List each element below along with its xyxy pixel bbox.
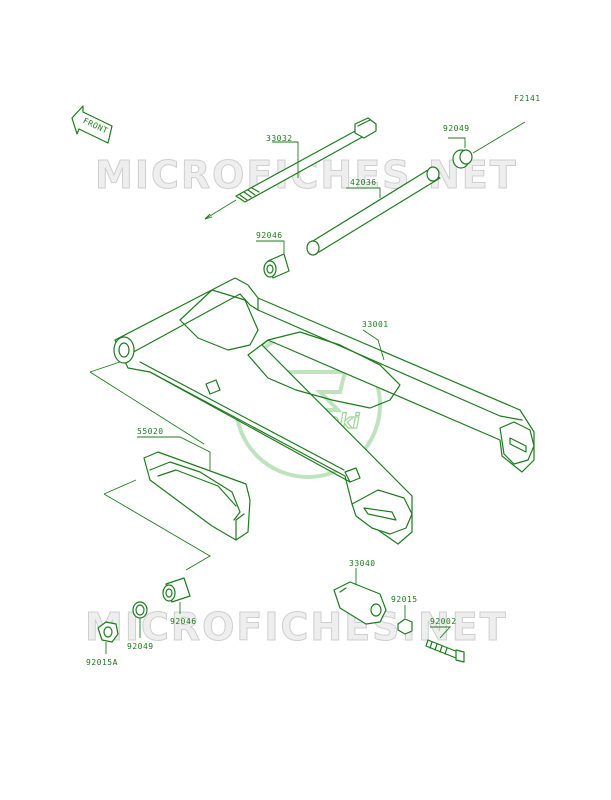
guide-line-pivot: [89, 361, 205, 445]
leader-92002: [430, 626, 452, 639]
chain-adjuster: [333, 581, 387, 625]
nut-a: [97, 621, 119, 643]
part-label: 92002: [430, 617, 457, 626]
swing-arm: [113, 277, 535, 545]
leader-92049-top: [448, 137, 466, 148]
collar-lower: [132, 601, 148, 619]
part-label: 92049: [127, 642, 154, 651]
leader-33032: [272, 141, 299, 178]
part-label: 33032: [266, 134, 293, 143]
front-arrow-icon: FRONT: [71, 105, 113, 144]
leader-33001: [362, 329, 385, 361]
part-label: 55020: [137, 427, 164, 436]
part-label: 92046: [256, 231, 283, 240]
pivot-shaft: [204, 117, 377, 220]
part-label: 33040: [349, 559, 376, 568]
part-label: 92049: [443, 124, 470, 133]
part-label: 42036: [350, 178, 377, 187]
bearing-lower: [162, 577, 191, 603]
bearing-upper: [263, 253, 290, 279]
part-label: 92046: [170, 617, 197, 626]
bolt: [425, 639, 465, 663]
part-label: 92015A: [86, 658, 118, 667]
nut: [397, 618, 413, 635]
leader-55020: [137, 436, 211, 470]
collar-top: [452, 121, 526, 169]
leader-92046-upper: [256, 240, 285, 254]
leader-42036: [346, 187, 381, 198]
guide-line-lower: [103, 479, 211, 571]
part-label: 92015: [391, 595, 418, 604]
part-label: 33001: [362, 320, 389, 329]
chain-guide: [143, 451, 251, 541]
figure-code: F2141: [514, 94, 541, 103]
sleeve: [306, 166, 441, 256]
